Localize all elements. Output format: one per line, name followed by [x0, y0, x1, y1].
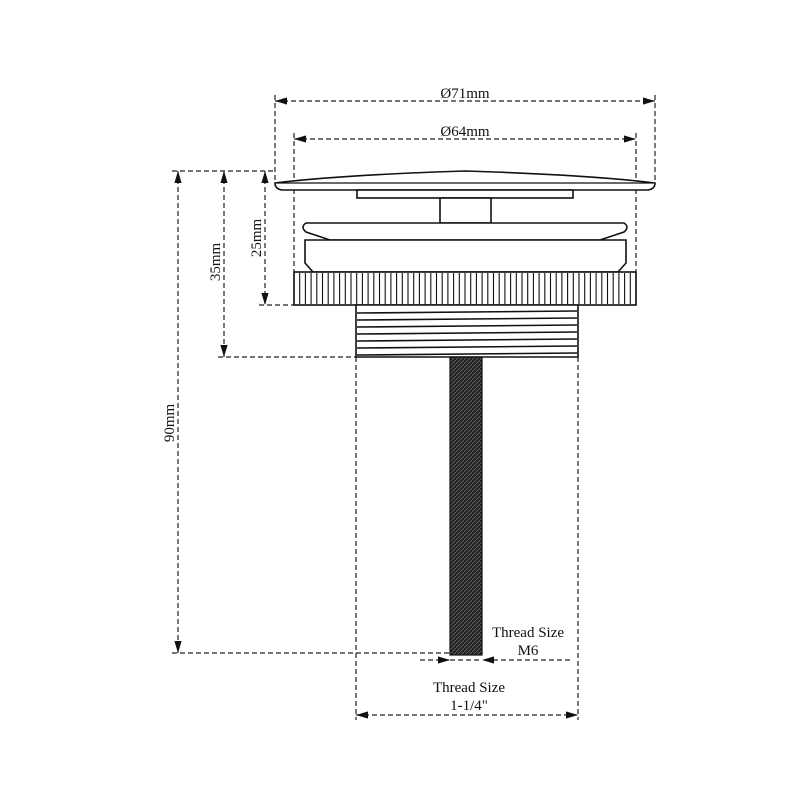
dimension-lines: [174, 97, 655, 719]
label-64: Ø64mm: [440, 124, 490, 140]
thread-line: [356, 338, 578, 342]
label-90: 90mm: [162, 404, 178, 443]
thread-line: [356, 331, 578, 335]
label-35: 35mm: [208, 243, 224, 282]
cap-plate: [356, 189, 574, 199]
thread-line: [356, 317, 578, 321]
threaded-rod: [449, 356, 483, 656]
thread-line: [356, 324, 578, 328]
label-rod-thread-value: M6: [518, 643, 539, 659]
tail-threads: [356, 310, 578, 356]
label-tail-thread: Thread Size: [433, 680, 505, 696]
stem: [439, 197, 492, 224]
cap: [274, 170, 656, 191]
thread-line: [356, 310, 578, 314]
thread-line: [356, 352, 578, 356]
thread-line: [356, 345, 578, 349]
label-25: 25mm: [249, 219, 265, 258]
waste-plug: [274, 170, 656, 656]
body: [304, 239, 627, 273]
upper-ring: [302, 222, 628, 241]
label-tail-thread-value: 1-1/4": [450, 698, 488, 714]
knurl-pattern: [293, 273, 637, 304]
label-rod-thread: Thread Size: [492, 625, 564, 641]
label-71: Ø71mm: [440, 86, 490, 102]
